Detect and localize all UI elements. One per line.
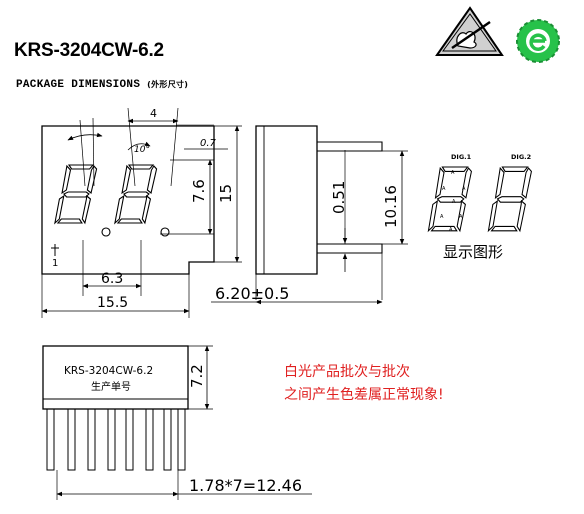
color-note-line-1: 白光产品批次与批次	[284, 364, 410, 380]
dim-pitch-label: 6.3	[101, 271, 123, 287]
segment-digit-2	[487, 166, 533, 232]
dim-angle-label: 10°	[134, 145, 150, 155]
digit-2	[114, 164, 158, 224]
segment-caption: 显示图形	[443, 243, 503, 261]
segment-letter: A	[449, 227, 453, 233]
rohs-green-icon	[516, 19, 560, 63]
part-label: KRS-3204CW-6.2	[64, 365, 153, 377]
pin1-marker: 1	[51, 244, 59, 269]
segment-digit-1	[427, 166, 473, 232]
segment-letter: A	[451, 170, 455, 176]
dig2-label: DIG.2	[511, 153, 531, 161]
dim-width-label: 15.5	[97, 295, 128, 311]
segment-letter: A	[440, 214, 444, 220]
digit-1	[54, 164, 98, 224]
dim-bottom-height-label: 7.2	[188, 364, 206, 388]
page-title: KRS-3204CW-6.2	[14, 40, 164, 61]
segment-letter: A	[459, 214, 463, 220]
part-label-cn: 生产单号	[91, 380, 131, 393]
segment-letter: A	[442, 186, 446, 192]
dim-top-label: 4	[150, 107, 157, 120]
dim-depth-label: 6.20±0.5	[215, 284, 289, 303]
esd-warning-icon	[435, 6, 504, 56]
subtitle-text: PACKAGE DIMENSIONS	[16, 79, 141, 91]
dim-pin-label: 0.51	[330, 181, 348, 214]
segment-letter: A	[452, 199, 456, 205]
side-view	[211, 125, 408, 305]
dim-pin-length-label: 10.16	[382, 185, 400, 228]
dim-pins-label: 1.78*7=12.46	[189, 476, 302, 495]
front-view	[41, 107, 242, 318]
pin1-label: 1	[52, 258, 58, 269]
dim-height-label: 15	[217, 184, 235, 203]
segment-letter: A	[462, 186, 466, 192]
dim-small-label: 0.7	[200, 138, 217, 149]
package-dimensions-heading: PACKAGE DIMENSIONS (外形尺寸)	[16, 79, 188, 91]
dig1-label: DIG.1	[451, 153, 472, 161]
subtitle-cn: (外形尺寸)	[147, 80, 189, 89]
bottom-view	[42, 345, 312, 500]
dim-digit-height-label: 7.6	[190, 179, 208, 203]
color-note-line-2: 之间产生色差属正常现象!	[284, 387, 444, 403]
